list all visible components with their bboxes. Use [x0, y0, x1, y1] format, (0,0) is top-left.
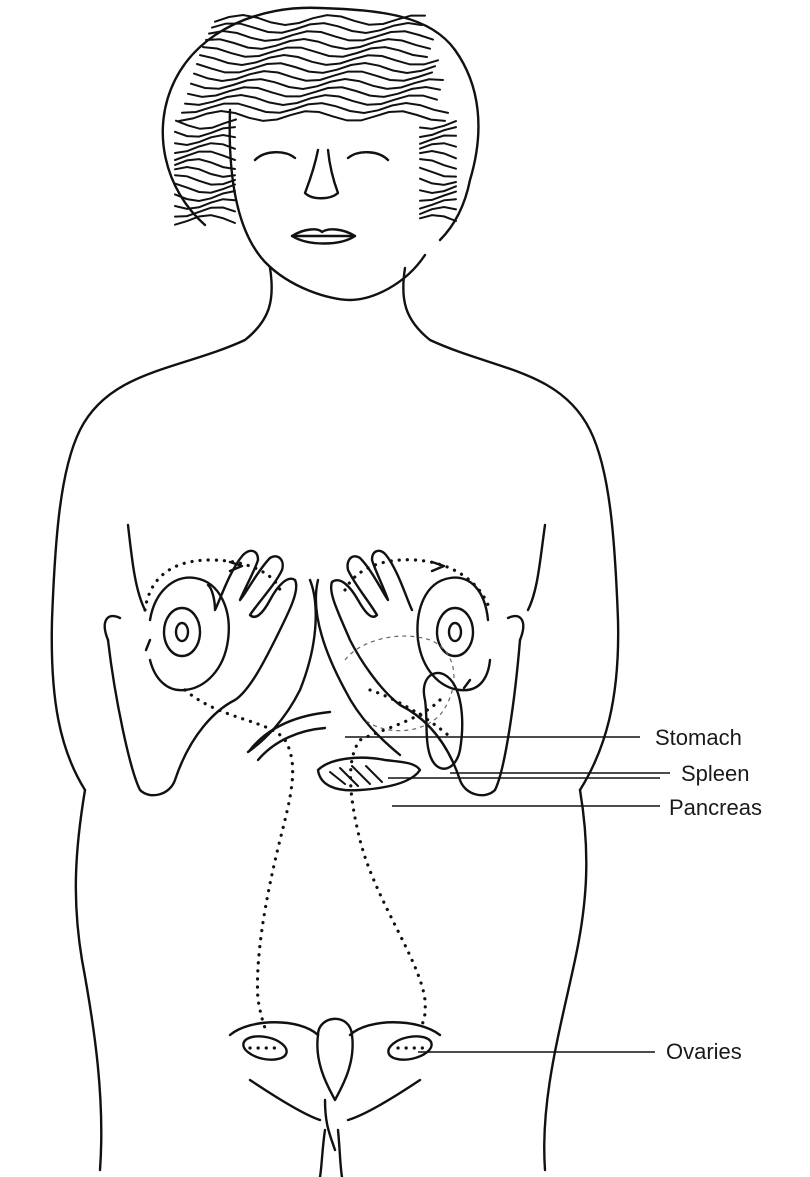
hair-strand	[206, 39, 430, 49]
hair-strand	[188, 87, 440, 97]
nose	[305, 150, 338, 198]
hair-strand	[200, 55, 438, 65]
hair-strands	[175, 15, 456, 225]
left-breast	[150, 578, 229, 691]
label-spleen: Spleen	[681, 761, 750, 786]
label-stomach-group: Stomach	[345, 725, 742, 750]
arrow-icon	[464, 680, 470, 688]
hair-strand	[179, 111, 445, 121]
arrow-icon	[146, 640, 150, 650]
energy-path	[185, 690, 448, 1028]
hair-strand	[420, 159, 456, 169]
spleen	[424, 673, 462, 769]
uterus	[230, 1019, 440, 1150]
ovaries	[241, 1033, 434, 1064]
face	[230, 110, 425, 300]
hair-strand	[420, 168, 456, 177]
hair-strand	[420, 207, 456, 214]
left-eye	[255, 152, 295, 160]
label-pancreas: Pancreas	[669, 795, 762, 820]
hair-strand	[175, 152, 235, 160]
label-spleen-group: Spleen	[450, 761, 750, 786]
torso-outline	[52, 268, 618, 1170]
legs	[250, 1080, 420, 1177]
label-stomach: Stomach	[655, 725, 742, 750]
label-ovaries-group: Ovaries	[418, 1039, 742, 1064]
hair	[163, 8, 479, 240]
right-breast	[417, 578, 490, 691]
right-eye	[348, 152, 388, 160]
hair-strand	[420, 179, 456, 185]
pancreas	[318, 758, 420, 791]
hair-strand	[420, 186, 456, 193]
hair-strand	[420, 143, 456, 148]
hair-strand	[203, 47, 427, 57]
label-ovaries: Ovaries	[666, 1039, 742, 1064]
hair-strand	[175, 135, 235, 145]
hair-strand	[420, 215, 456, 221]
arrow-icon	[432, 562, 444, 571]
hair-strand	[175, 184, 235, 193]
hair-strand	[420, 151, 456, 158]
